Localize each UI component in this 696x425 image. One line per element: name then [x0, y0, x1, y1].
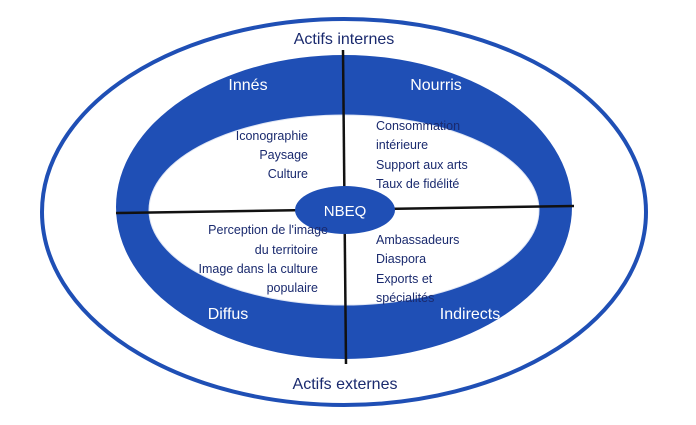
list-item: Perception de l'image — [208, 223, 328, 237]
list-item: Taux de fidélité — [376, 177, 459, 191]
center-label: NBEQ — [324, 203, 367, 220]
quadrant-items-innes: Iconographie Paysage Culture — [236, 129, 308, 181]
quadrant-items-diffus: Perception de l'image du territoire Imag… — [198, 223, 328, 295]
list-item: Iconographie — [236, 129, 308, 143]
quadrant-items-indirects: Ambassadeurs Diaspora Exports et spécial… — [376, 233, 459, 305]
list-item: Support aux arts — [376, 158, 468, 172]
quadrant-title-nourris: Nourris — [410, 77, 462, 94]
list-item: Ambassadeurs — [376, 233, 459, 247]
list-item: Culture — [268, 167, 308, 181]
list-item: intérieure — [376, 138, 428, 152]
outer-bottom-label: Actifs externes — [293, 376, 398, 393]
list-item: Consommation — [376, 119, 460, 133]
outer-top-label: Actifs internes — [294, 31, 394, 48]
list-item: Paysage — [259, 148, 308, 162]
list-item: populaire — [267, 281, 318, 295]
list-item: Image dans la culture — [198, 262, 318, 276]
quadrant-title-diffus: Diffus — [208, 306, 249, 323]
quadrant-items-nourris: Consommation intérieure Support aux arts… — [376, 119, 468, 191]
list-item: Diaspora — [376, 252, 426, 266]
list-item: du territoire — [255, 243, 318, 257]
list-item: Exports et — [376, 272, 433, 286]
quadrant-title-indirects: Indirects — [440, 306, 500, 323]
center-ellipse — [295, 186, 395, 234]
quadrant-title-innes: Innés — [228, 77, 267, 94]
list-item: spécialités — [376, 291, 434, 305]
